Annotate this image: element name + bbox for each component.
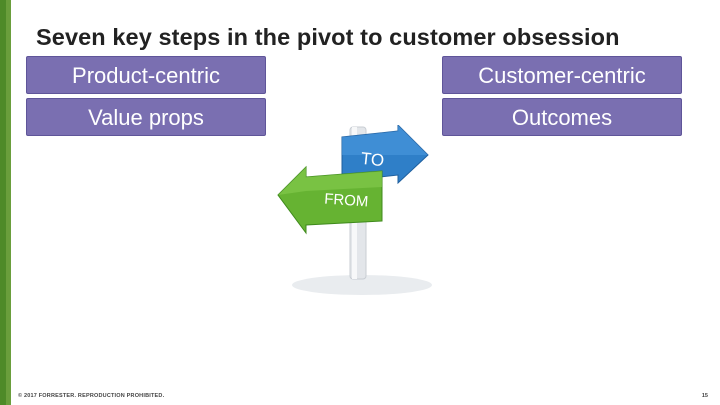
left-accent-bar: [0, 0, 11, 405]
box-value-props: Value props: [26, 98, 266, 136]
box-customer-centric: Customer-centric: [442, 56, 682, 94]
from-label: FROM: [324, 190, 369, 210]
box-product-centric: Product-centric: [26, 56, 266, 94]
to-label: TO: [360, 149, 385, 170]
slide-title: Seven key steps in the pivot to customer…: [36, 24, 620, 50]
signpost-illustration: TO FROM: [277, 125, 432, 295]
page-number: 15: [701, 393, 708, 399]
box-outcomes: Outcomes: [442, 98, 682, 136]
signpost-shadow: [292, 275, 432, 295]
copyright-footer: © 2017 FORRESTER. REPRODUCTION PROHIBITE…: [18, 393, 165, 399]
